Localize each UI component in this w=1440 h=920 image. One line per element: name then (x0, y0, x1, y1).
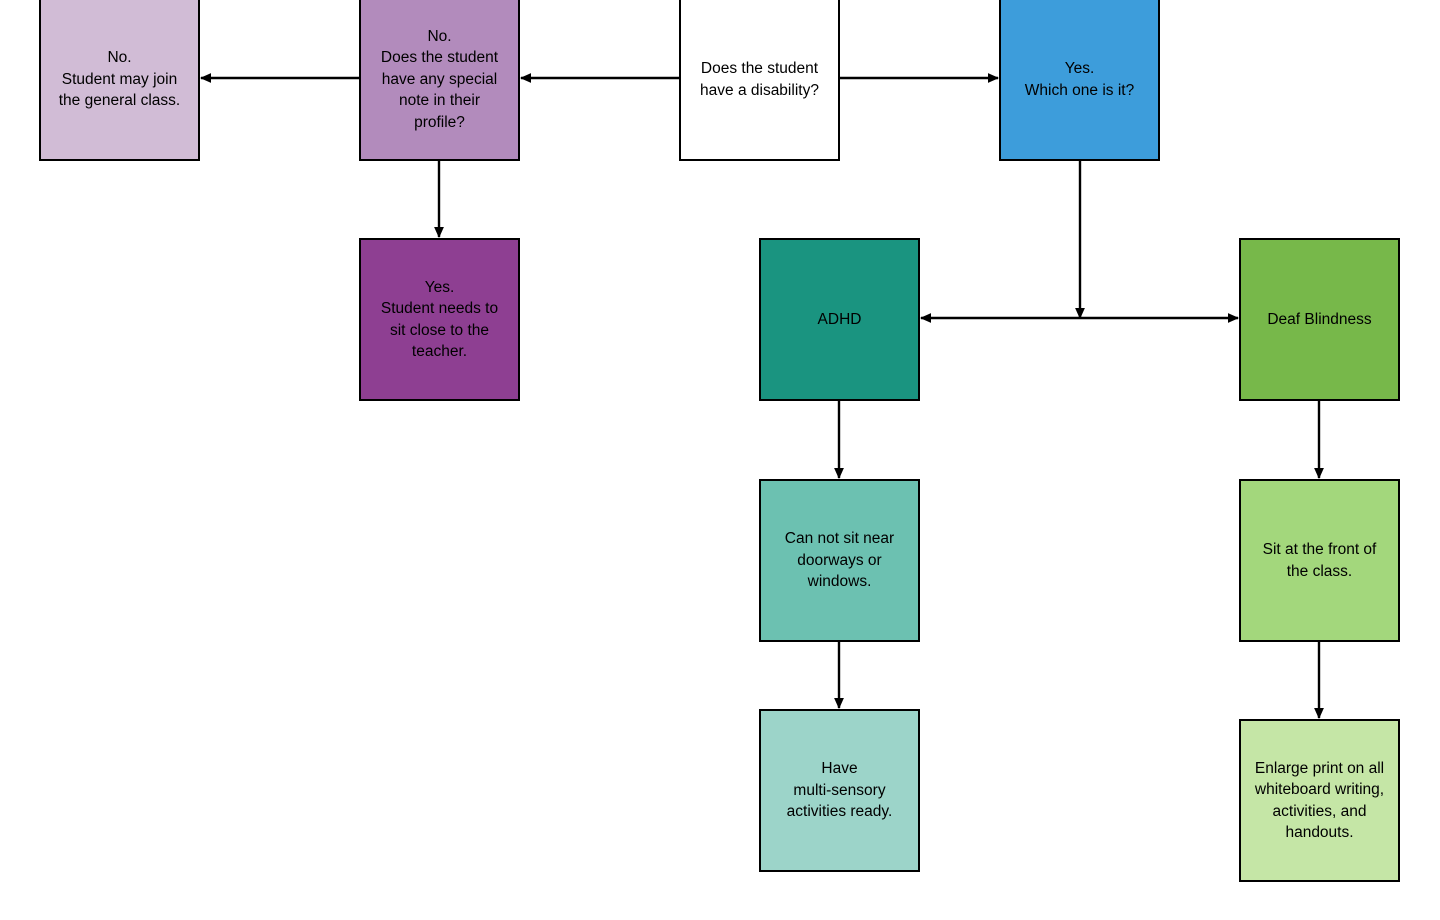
node-label: Enlarge print on all whiteboard writing,… (1254, 759, 1385, 842)
node-which-one[interactable]: Yes. Which one is it? (999, 0, 1160, 161)
node-label: Have multi-sensory activities ready. (786, 760, 893, 821)
node-enlarge-print[interactable]: Enlarge print on all whiteboard writing,… (1239, 719, 1400, 882)
node-label: Yes. Student needs to sit close to the t… (380, 278, 499, 361)
node-sit-close-teacher[interactable]: Yes. Student needs to sit close to the t… (359, 238, 520, 401)
node-label: No. Does the student have any special no… (380, 27, 499, 131)
node-label: ADHD (817, 310, 862, 328)
node-front-of-class[interactable]: Sit at the front of the class. (1239, 479, 1400, 642)
node-label: Deaf Blindness (1267, 310, 1372, 328)
node-label: Sit at the front of the class. (1262, 541, 1377, 580)
node-label: Does the student have a disability? (700, 60, 819, 99)
node-label: Yes. Which one is it? (1024, 60, 1135, 99)
node-multi-sensory[interactable]: Have multi-sensory activities ready. (759, 709, 920, 872)
node-adhd[interactable]: ADHD (759, 238, 920, 401)
node-label: Can not sit near doorways or windows. (784, 530, 895, 591)
node-no-doorways-windows[interactable]: Can not sit near doorways or windows. (759, 479, 920, 642)
node-general-class[interactable]: No. Student may join the general class. (39, 0, 200, 161)
node-special-note[interactable]: No. Does the student have any special no… (359, 0, 520, 161)
node-has-disability[interactable]: Does the student have a disability? (679, 0, 840, 161)
node-label: No. Student may join the general class. (58, 49, 181, 110)
node-deaf-blindness[interactable]: Deaf Blindness (1239, 238, 1400, 401)
